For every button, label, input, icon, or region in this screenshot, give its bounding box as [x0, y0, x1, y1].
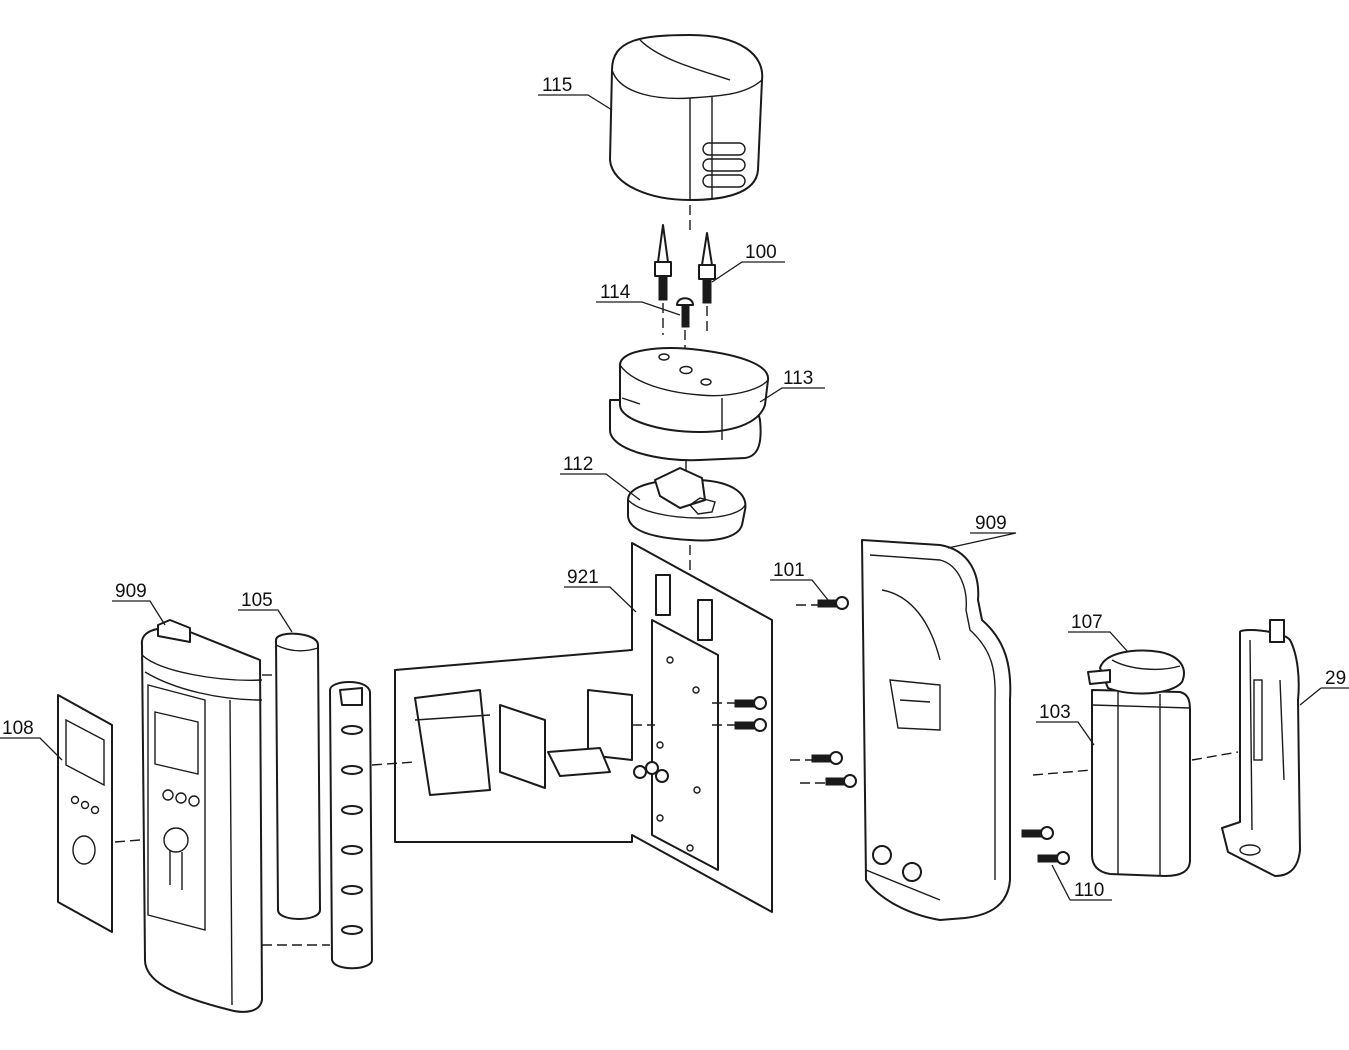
- part-909-rear-housing: [861, 539, 1012, 921]
- part-112-mount: [627, 467, 747, 542]
- callout-labels: 115 100 114 113 112 921 101 909 909 105 …: [2, 75, 1346, 901]
- part-100-pins: [654, 224, 716, 335]
- callout-107: 107: [1071, 612, 1103, 633]
- part-105-gasket: [275, 632, 321, 920]
- part-101-screws: [790, 596, 857, 788]
- callout-108: 108: [2, 718, 34, 739]
- part-115-cap: [609, 34, 764, 201]
- callout-115: 115: [542, 75, 572, 96]
- callout-29: 29: [1325, 668, 1346, 689]
- callout-112: 112: [563, 454, 593, 475]
- callout-909-left: 909: [115, 581, 147, 602]
- part-921-board: [394, 542, 773, 913]
- part-110-screws: [1021, 826, 1070, 865]
- part-29-cover: [1221, 619, 1301, 877]
- part-key-strip: [329, 681, 373, 970]
- part-103-battery: [1032, 689, 1239, 877]
- part-107-connector: [1087, 649, 1185, 695]
- part-113-housing: [609, 347, 770, 462]
- callout-103: 103: [1039, 702, 1071, 723]
- screws-board: [712, 696, 767, 732]
- callout-921: 921: [567, 567, 599, 588]
- callout-114: 114: [600, 282, 631, 303]
- callout-100: 100: [745, 242, 777, 263]
- callout-909-right: 909: [975, 513, 1007, 534]
- callout-110: 110: [1074, 880, 1104, 901]
- callout-101: 101: [773, 560, 805, 581]
- callout-leaders: [0, 94, 1349, 901]
- callout-105: 105: [241, 590, 273, 611]
- part-108-label: [57, 694, 113, 933]
- callout-113: 113: [783, 368, 813, 389]
- part-114-screw: [676, 297, 694, 352]
- part-909-front-housing: [140, 619, 263, 1013]
